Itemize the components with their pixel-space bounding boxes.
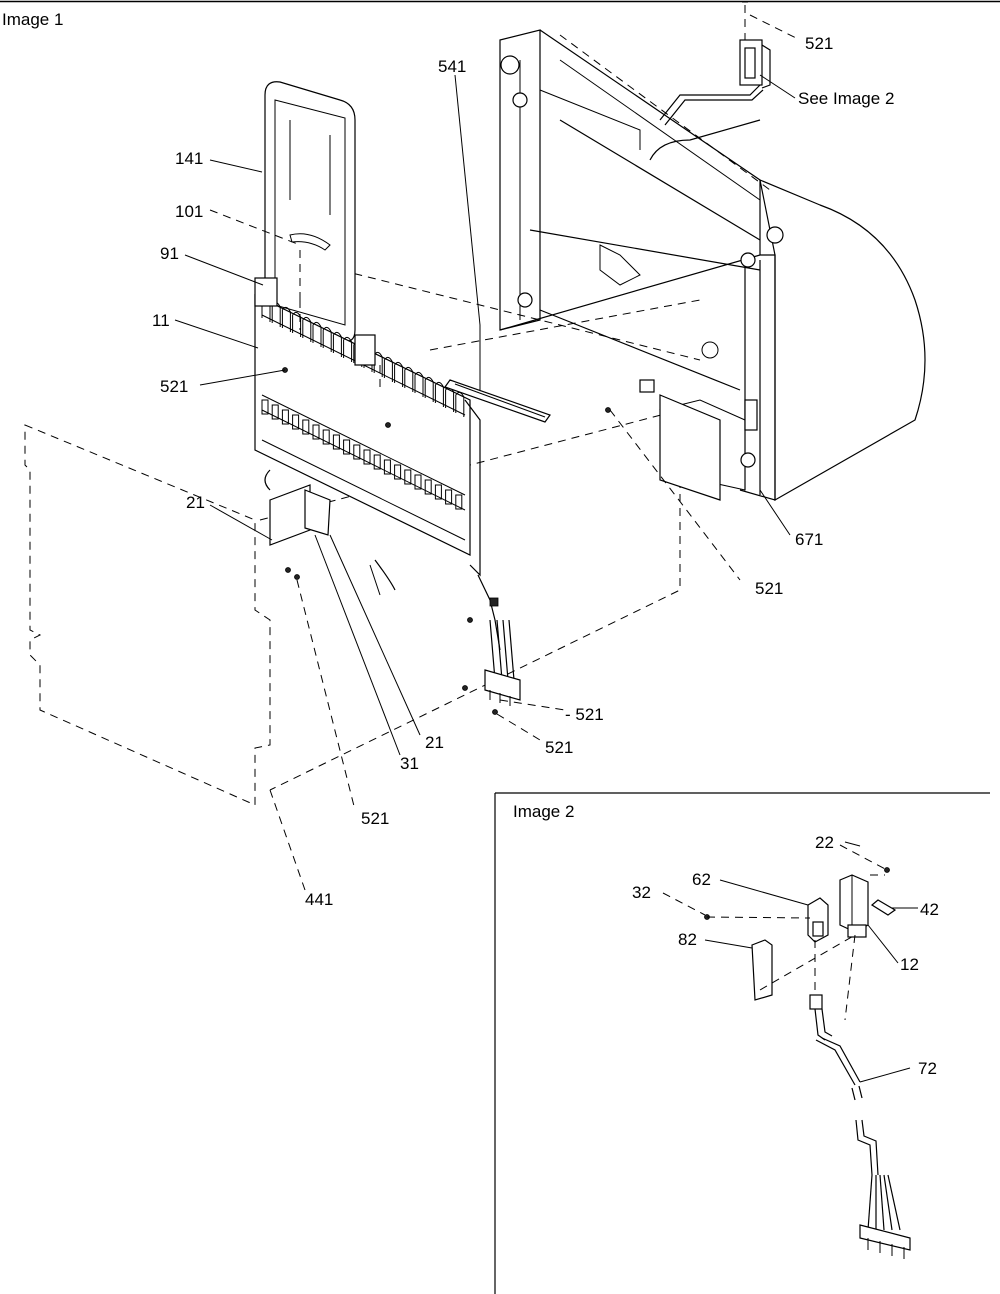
terminal-slot	[424, 376, 434, 402]
image2-title: Image 2	[513, 802, 574, 821]
terminal-pin	[292, 414, 300, 430]
terminal-slot	[383, 356, 393, 382]
callout-11: 11	[152, 311, 170, 330]
cover-plate	[264, 81, 356, 342]
terminal-pin	[312, 424, 320, 440]
terminal-pin	[434, 484, 442, 500]
callouts-image2: 22 32 62 42 82 12 72	[632, 833, 939, 1078]
image1-title: Image 1	[2, 10, 63, 29]
callout-31: 31	[400, 754, 419, 773]
callout-91: 91	[160, 244, 179, 263]
callouts-image1: 521 See Image 2 541 141 101 91 11 521 21…	[152, 34, 894, 909]
terminal-slot	[322, 326, 332, 352]
callout-541: 541	[438, 57, 466, 76]
image2-frame	[494, 792, 990, 1294]
callout-521-top: 521	[805, 34, 833, 53]
callout-521-mid: 521	[755, 579, 783, 598]
terminal-slot	[332, 331, 342, 357]
callout-72: 72	[918, 1059, 937, 1078]
terminal-slot	[404, 366, 414, 392]
terminal-pin	[343, 439, 351, 455]
wire-strip	[444, 325, 551, 423]
leader-lines-image2	[662, 841, 918, 1083]
terminal-slot	[434, 381, 444, 407]
image2-parts	[704, 844, 911, 1259]
terminal-pin	[261, 399, 269, 415]
terminal-pin	[373, 454, 381, 470]
terminal-slot	[292, 311, 302, 337]
wire-harness	[477, 574, 521, 706]
rear-panel	[24, 424, 271, 806]
terminal-slot	[414, 371, 424, 397]
callout-42: 42	[920, 900, 939, 919]
callout-521-b1: - 521	[565, 705, 604, 724]
callout-101: 101	[175, 202, 203, 221]
terminal-pin	[332, 434, 340, 450]
control-bracket-assembly	[739, 1, 771, 89]
side-bracket	[639, 379, 721, 501]
terminal-pin	[271, 404, 279, 420]
leader-lines-image1	[174, 14, 801, 891]
callout-521-left: 521	[160, 377, 188, 396]
callout-21-b: 21	[425, 733, 444, 752]
terminal-pin	[404, 469, 412, 485]
callout-82: 82	[678, 930, 697, 949]
terminal-slot	[343, 336, 353, 362]
terminal-slot	[302, 316, 312, 342]
callout-see-image-2: See Image 2	[798, 89, 894, 108]
terminal-pin	[383, 459, 391, 475]
terminal-pin	[302, 419, 310, 435]
terminal-slot	[281, 306, 291, 332]
callout-12: 12	[900, 955, 919, 974]
callout-671: 671	[795, 530, 823, 549]
callout-22: 22	[815, 833, 834, 852]
callout-521-c: 521	[361, 809, 389, 828]
terminal-pin	[353, 444, 361, 460]
callout-141: 141	[175, 149, 203, 168]
callout-32: 32	[632, 883, 651, 902]
terminal-pin	[414, 474, 422, 490]
terminal-slot	[312, 321, 322, 347]
terminal-slot	[394, 361, 404, 387]
terminal-pin	[394, 464, 402, 480]
callout-521-b2: 521	[545, 738, 573, 757]
callout-21-a: 21	[186, 493, 205, 512]
screws	[282, 367, 611, 715]
terminal-board	[254, 277, 481, 577]
terminal-pin	[281, 409, 289, 425]
cabinet-housing	[259, 29, 926, 791]
terminal-pin	[322, 429, 330, 445]
relay-assembly	[264, 469, 396, 596]
terminal-pin	[455, 494, 463, 510]
terminal-pin	[424, 479, 432, 495]
callout-62: 62	[692, 870, 711, 889]
terminal-pin	[445, 489, 453, 505]
callout-441: 441	[305, 890, 333, 909]
terminal-pin	[363, 449, 371, 465]
